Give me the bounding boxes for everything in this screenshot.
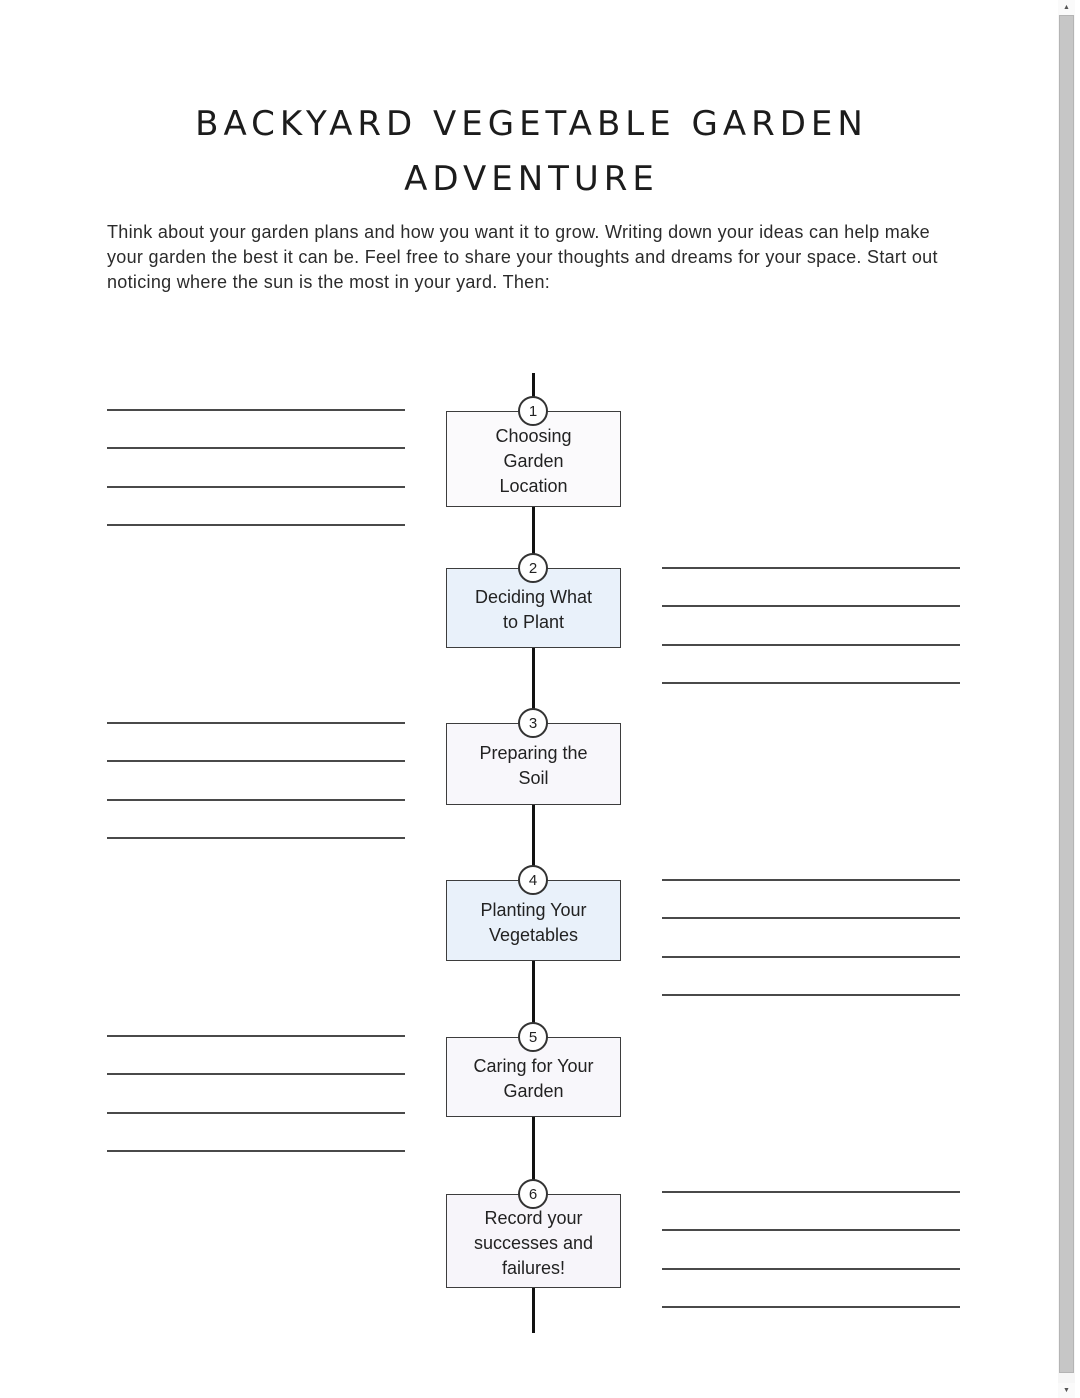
writing-line	[107, 1035, 405, 1037]
writing-line	[662, 917, 960, 920]
writing-line	[662, 993, 960, 996]
step-number-badge-1: 1	[518, 396, 548, 426]
intro-paragraph: Think about your garden plans and how yo…	[107, 220, 967, 295]
writing-line	[662, 879, 960, 881]
step-box-2: Deciding What to Plant	[446, 568, 621, 648]
writing-lines-step-2	[662, 567, 960, 684]
writing-line	[662, 955, 960, 958]
timeline-connector-line	[532, 373, 535, 1333]
writing-line	[107, 798, 405, 801]
scrollbar-up-button[interactable]: ▲	[1058, 0, 1075, 15]
writing-line	[107, 523, 405, 526]
intro-text: Think about your garden plans and how yo…	[107, 222, 938, 292]
step-number-2: 2	[528, 559, 538, 577]
writing-line	[107, 1073, 405, 1076]
writing-line	[107, 485, 405, 488]
step-label-1: Choosing Garden Location	[495, 425, 572, 496]
writing-line	[662, 1229, 960, 1232]
writing-line	[107, 409, 405, 411]
writing-line	[662, 605, 960, 608]
step-label-5: Caring for Your Garden	[473, 1056, 594, 1101]
step-number-5: 5	[528, 1028, 538, 1046]
step-number-badge-6: 6	[518, 1179, 548, 1209]
writing-line	[107, 722, 405, 724]
page-title-line1: BACKYARD VEGETABLE GARDEN	[195, 103, 868, 144]
step-number-badge-2: 2	[518, 553, 548, 583]
step-label-2: Deciding What to Plant	[474, 587, 593, 632]
page-title: BACKYARD VEGETABLE GARDEN ADVENTURE	[0, 97, 1063, 207]
writing-lines-step-6	[662, 1191, 960, 1308]
step-label-3: Preparing the Soil	[479, 743, 588, 788]
scroll-down-arrow-icon: ▼	[1063, 1387, 1070, 1394]
step-number-badge-4: 4	[518, 865, 548, 895]
page-title-line2: ADVENTURE	[404, 158, 659, 199]
writing-line	[662, 567, 960, 569]
writing-line	[107, 760, 405, 763]
step-label-6: Record your successes and failures!	[473, 1207, 594, 1278]
scrollbar[interactable]: ▲ ▼	[1058, 0, 1075, 1398]
step-number-badge-3: 3	[518, 708, 548, 738]
writing-line	[107, 836, 405, 839]
writing-line	[107, 1111, 405, 1114]
step-number-1: 1	[528, 402, 538, 420]
writing-lines-step-3	[107, 722, 405, 839]
writing-line	[662, 643, 960, 646]
writing-line	[662, 681, 960, 684]
step-number-badge-5: 5	[518, 1022, 548, 1052]
writing-lines-step-1	[107, 409, 405, 526]
writing-lines-step-5	[107, 1035, 405, 1152]
writing-line	[107, 447, 405, 450]
step-number-4: 4	[528, 871, 538, 889]
writing-line	[662, 1305, 960, 1308]
step-box-3: Preparing the Soil	[446, 723, 621, 805]
writing-line	[662, 1191, 960, 1193]
scroll-up-arrow-icon: ▲	[1063, 4, 1070, 11]
writing-line	[107, 1149, 405, 1152]
scrollbar-thumb[interactable]	[1059, 15, 1074, 1373]
step-box-6: Record your successes and failures!	[446, 1194, 621, 1288]
writing-line	[662, 1267, 960, 1270]
scrollbar-down-button[interactable]: ▼	[1058, 1383, 1075, 1398]
step-label-4: Planting Your Vegetables	[480, 899, 587, 945]
step-number-6: 6	[528, 1185, 538, 1203]
step-box-1: Choosing Garden Location	[446, 411, 621, 507]
step-number-3: 3	[528, 714, 538, 732]
writing-lines-step-4	[662, 879, 960, 996]
